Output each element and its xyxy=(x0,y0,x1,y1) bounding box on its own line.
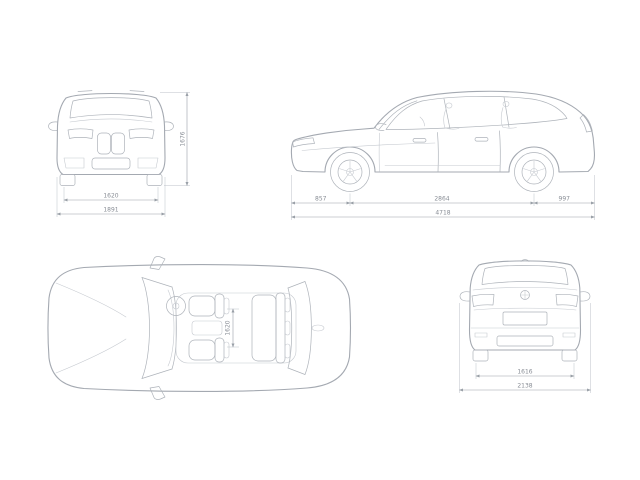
dashboard-line xyxy=(167,289,175,367)
wheelbase-dim-label: 2864 xyxy=(434,196,449,203)
rear-window xyxy=(481,265,569,285)
rear-window-base xyxy=(304,281,312,375)
front-track-dimension: 1620 xyxy=(63,187,159,203)
rear-track-dimension: 1616 xyxy=(475,363,575,379)
rear-width-mirrors-dim-label: 2138 xyxy=(517,383,532,390)
top-view: 1620 xyxy=(47,256,352,400)
side-body-outline xyxy=(290,90,596,173)
front-view: 1620 1891 1676 xyxy=(48,90,190,217)
top-cabin-width-dimension: 1620 xyxy=(225,308,239,348)
top-body-outline xyxy=(47,264,352,392)
rear-view: 1616 2138 xyxy=(458,259,592,393)
roof-rear-edge xyxy=(287,287,293,369)
taillight-side xyxy=(579,114,593,133)
front-body-outline xyxy=(56,92,166,176)
passenger-seat xyxy=(188,337,230,363)
side-length-dimension: 4718 xyxy=(290,210,596,219)
rear-wheel-right xyxy=(561,349,578,362)
front-width-dimension: 1891 xyxy=(56,177,166,217)
front-width-dim-label: 1891 xyxy=(103,207,118,214)
side-mirror xyxy=(375,123,387,131)
reflector-right xyxy=(562,332,576,338)
bmw-roundel-icon xyxy=(520,290,530,300)
rear-mirror-right xyxy=(579,291,591,302)
b-pillar xyxy=(443,98,451,130)
rear-wheel xyxy=(514,152,554,192)
steering-wheel xyxy=(166,296,186,316)
rear-door-seam xyxy=(499,130,501,172)
roof-rails xyxy=(77,90,145,92)
front-wheel-left xyxy=(59,174,76,186)
interior-seats xyxy=(419,101,517,130)
panoramic-roof xyxy=(175,292,297,364)
tailgate-seam xyxy=(473,307,577,311)
mirror-left xyxy=(48,121,58,131)
front-door-handle xyxy=(412,138,427,143)
top-cabin-width-dim-label: 1620 xyxy=(225,320,232,335)
rear-diffuser xyxy=(496,335,554,347)
a-pillars xyxy=(141,277,173,379)
shoulder-line xyxy=(472,287,578,291)
front-wheel-right xyxy=(146,174,163,186)
hood-crease-top xyxy=(55,282,127,318)
front-overhang-dim-label: 857 xyxy=(315,196,327,203)
roof-fin xyxy=(520,259,530,262)
taillight-left xyxy=(471,293,495,307)
headlight-right xyxy=(128,128,155,139)
rear-mirror-left xyxy=(459,291,471,302)
windshield-line xyxy=(378,100,418,130)
rear-width-mirrors-dimension: 2138 xyxy=(458,303,592,393)
greenhouse xyxy=(385,96,568,130)
kidney-grille-right xyxy=(111,132,125,155)
headlight-left xyxy=(67,128,94,139)
character-line xyxy=(301,142,436,151)
rear-wheel-left xyxy=(472,349,489,362)
front-height-dimension: 1676 xyxy=(160,91,190,187)
windshield-base xyxy=(141,277,150,379)
shark-fin-antenna xyxy=(311,324,325,332)
rear-bench xyxy=(251,292,291,364)
front-bumper-side-right xyxy=(137,157,159,169)
d-pillars xyxy=(287,281,306,375)
rear-roof-rails xyxy=(486,261,564,264)
roof-front-edge xyxy=(171,286,177,370)
side-view: 857 2864 997 4718 xyxy=(290,90,596,220)
mirror-top xyxy=(149,256,166,270)
side-segment-dimensions: 857 2864 997 xyxy=(290,175,596,220)
rear-door-handle xyxy=(474,137,489,142)
front-air-intake xyxy=(91,157,131,170)
overall-length-dim-label: 4718 xyxy=(435,210,450,217)
rear-body-outline xyxy=(468,260,582,351)
kidney-grille-left xyxy=(97,132,111,155)
rear-overhang-dim-label: 997 xyxy=(559,196,571,203)
mirror-bottom xyxy=(149,386,166,400)
hood-crease-bottom xyxy=(55,338,127,374)
driver-seat xyxy=(188,293,230,319)
hood-line xyxy=(69,118,153,123)
taillight-right xyxy=(555,293,579,307)
license-plate xyxy=(502,311,548,326)
front-track-dim-label: 1620 xyxy=(103,193,118,200)
windshield xyxy=(69,97,153,119)
center-console xyxy=(191,320,223,336)
headlight-side xyxy=(292,137,315,148)
reflector-left xyxy=(474,332,488,338)
rear-track-dim-label: 1616 xyxy=(517,369,532,376)
front-height-dim-label: 1676 xyxy=(180,131,187,146)
mirror-right xyxy=(164,121,174,131)
front-door-seam xyxy=(437,132,439,172)
front-bumper-side-left xyxy=(63,157,85,169)
c-pillar xyxy=(503,96,510,128)
front-wheel xyxy=(330,152,370,192)
